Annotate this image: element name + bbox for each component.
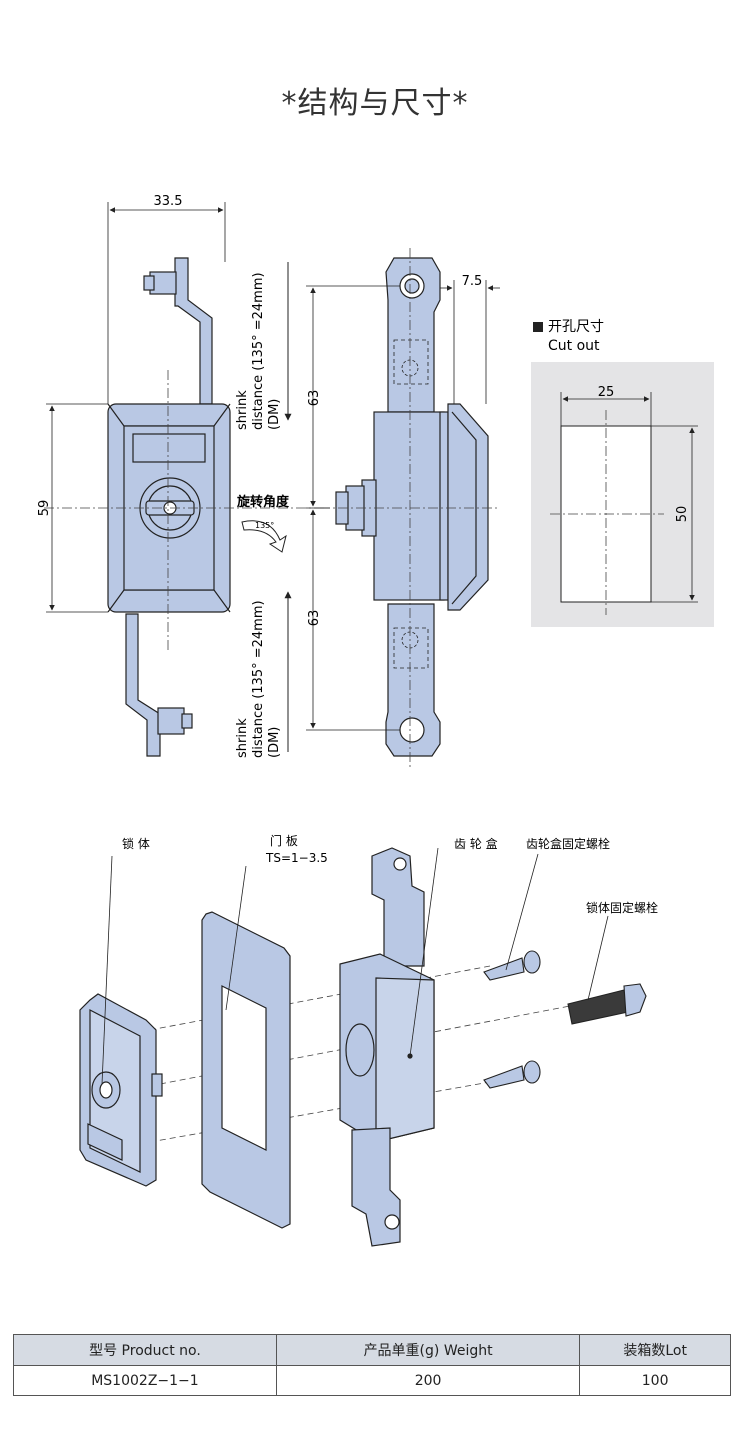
label-door-panel: 门 板 (270, 833, 298, 848)
svg-text:distance (135° =24mm): distance (135° =24mm) (251, 272, 266, 430)
header-product-no: 型号 Product no. (13, 1334, 277, 1366)
lock-body-part (79, 993, 163, 1187)
svg-text:distance (135° =24mm): distance (135° =24mm) (251, 600, 266, 758)
cell-lot: 100 (579, 1365, 731, 1396)
rotation-label: 旋转角度 (236, 494, 290, 510)
shrink-upper-text: shrink distance (135° =24mm) (DM) (235, 272, 282, 430)
cutout-dims (560, 392, 698, 603)
svg-text:135°: 135° (255, 521, 274, 530)
cutout-heading-en: Cut out (548, 338, 600, 354)
dim-lower-travel: 63 (307, 610, 322, 627)
cutout-width-label: 25 (598, 385, 615, 400)
cell-weight: 200 (275, 1365, 581, 1396)
table-row: MS1002Z−1−1 200 100 (13, 1365, 731, 1396)
header-weight: 产品单重(g) Weight (275, 1334, 581, 1366)
header-lot: 装箱数Lot (579, 1334, 731, 1366)
dim-width-top (107, 202, 226, 404)
assembly-lines (149, 965, 571, 1143)
dim-width-label: 33.5 (154, 194, 183, 209)
spec-table: 型号 Product no. 产品单重(g) Weight 装箱数Lot MS1… (13, 1334, 731, 1396)
technical-drawing: 33.5 59 shrink distance (135° =24mm) (DM… (37, 194, 714, 1247)
cutout-square-icon (533, 322, 543, 332)
svg-text:shrink: shrink (235, 718, 250, 758)
label-gear-box-bolt: 齿轮盒固定螺栓 (526, 836, 610, 851)
leader-lines (101, 847, 609, 1085)
cutout-heading-cn: 开孔尺寸 (548, 319, 604, 335)
dim-offset-label: 7.5 (462, 274, 483, 289)
cutout-height-label: 50 (675, 506, 690, 523)
side-view (335, 257, 489, 757)
svg-text:(DM): (DM) (267, 399, 282, 430)
label-panel-thickness: TS=1−3.5 (265, 851, 328, 865)
svg-text:(DM): (DM) (267, 727, 282, 758)
dim-travel (306, 285, 400, 731)
dim-upper-travel: 63 (307, 390, 322, 407)
spec-table-header: 型号 Product no. 产品单重(g) Weight 装箱数Lot (13, 1334, 731, 1366)
cell-product-no: MS1002Z−1−1 (13, 1365, 277, 1396)
gear-box-part (339, 847, 435, 1247)
dim-height-body (46, 403, 108, 613)
lock-body-bolt (567, 983, 647, 1025)
page-title: *结构与尺寸* (281, 86, 469, 121)
rotation-arrow-icon: 135° (241, 520, 287, 553)
shrink-lower-text: shrink distance (135° =24mm) (DM) (235, 600, 282, 758)
front-centerlines (44, 370, 325, 650)
dim-height-label: 59 (37, 500, 52, 517)
svg-text:shrink: shrink (235, 390, 250, 430)
front-view (107, 257, 231, 757)
gear-box-bolts (483, 950, 541, 1089)
door-panel-part (201, 911, 291, 1229)
side-centerlines (320, 248, 500, 770)
dim-offset (440, 280, 500, 404)
label-gear-box: 齿 轮 盒 (454, 836, 498, 851)
label-lock-body: 锁 体 (122, 836, 150, 851)
label-lock-body-bolt: 锁体固定螺栓 (586, 900, 658, 915)
